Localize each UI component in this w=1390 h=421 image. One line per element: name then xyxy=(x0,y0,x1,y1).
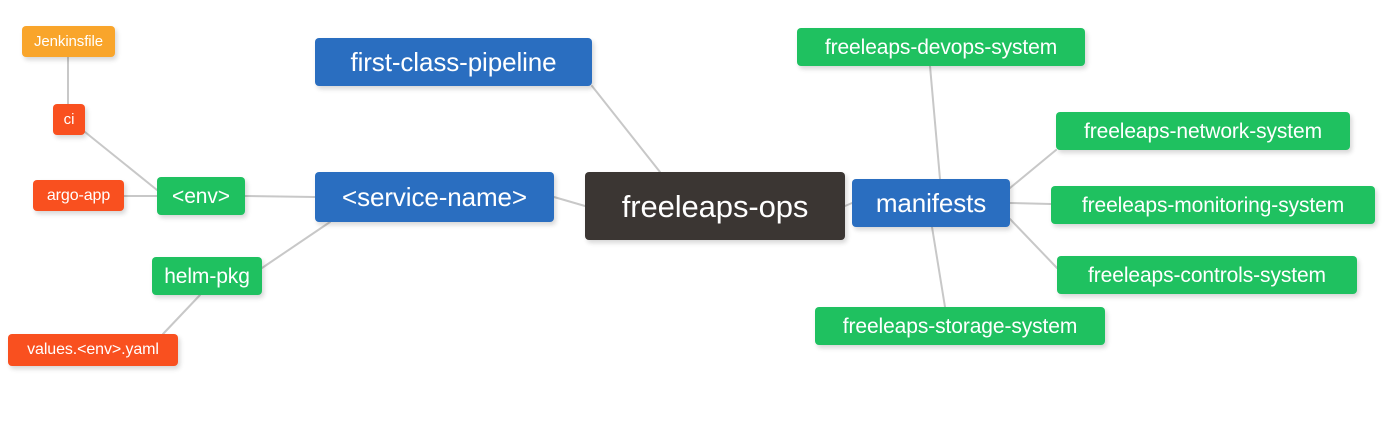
node-argo-app[interactable]: argo-app xyxy=(33,180,124,211)
node-label-env: <env> xyxy=(172,184,230,208)
node-label-freeleaps-controls-system: freeleaps-controls-system xyxy=(1088,263,1326,287)
node-freeleaps-network-system[interactable]: freeleaps-network-system xyxy=(1056,112,1350,150)
node-freeleaps-monitoring-system[interactable]: freeleaps-monitoring-system xyxy=(1051,186,1375,224)
edge-manifests-to-freeleaps-monitoring-system xyxy=(1009,202,1052,205)
edge-freeleaps-ops-to-manifests xyxy=(844,202,853,207)
edge-manifests-to-freeleaps-devops-system xyxy=(929,65,941,180)
node-label-argo-app: argo-app xyxy=(46,186,111,204)
edge-helm-pkg-to-values-env-yaml xyxy=(162,294,201,335)
node-label-freeleaps-storage-system: freeleaps-storage-system xyxy=(842,314,1078,338)
node-label-freeleaps-devops-system: freeleaps-devops-system xyxy=(824,35,1058,59)
node-label-first-class-pipeline: first-class-pipeline xyxy=(350,47,557,77)
node-values-env-yaml[interactable]: values.<env>.yaml xyxy=(8,334,178,366)
node-jenkinsfile[interactable]: Jenkinsfile xyxy=(22,26,115,57)
node-ci[interactable]: ci xyxy=(53,104,85,135)
node-label-values-env-yaml: values.<env>.yaml xyxy=(27,341,159,358)
node-label-service-name: <service-name> xyxy=(341,182,528,212)
node-label-freeleaps-monitoring-system: freeleaps-monitoring-system xyxy=(1081,193,1345,217)
edge-manifests-to-freeleaps-network-system xyxy=(1009,149,1057,189)
node-label-helm-pkg: helm-pkg xyxy=(164,264,250,288)
edge-manifests-to-freeleaps-controls-system xyxy=(1009,218,1058,269)
node-label-freeleaps-ops: freeleaps-ops xyxy=(621,188,809,224)
node-freeleaps-ops[interactable]: freeleaps-ops xyxy=(585,172,845,240)
edge-service-name-to-helm-pkg xyxy=(261,221,331,269)
node-service-name[interactable]: <service-name> xyxy=(315,172,554,222)
edge-freeleaps-ops-to-first-class-pipeline xyxy=(591,85,661,173)
node-env[interactable]: <env> xyxy=(157,177,245,215)
node-label-manifests: manifests xyxy=(875,188,987,218)
node-label-ci: ci xyxy=(63,111,75,128)
node-helm-pkg[interactable]: helm-pkg xyxy=(152,257,262,295)
node-freeleaps-controls-system[interactable]: freeleaps-controls-system xyxy=(1057,256,1357,294)
edge-freeleaps-ops-to-service-name xyxy=(553,196,586,207)
node-freeleaps-storage-system[interactable]: freeleaps-storage-system xyxy=(815,307,1105,345)
node-first-class-pipeline[interactable]: first-class-pipeline xyxy=(315,38,592,86)
node-freeleaps-devops-system[interactable]: freeleaps-devops-system xyxy=(797,28,1085,66)
node-manifests[interactable]: manifests xyxy=(852,179,1010,227)
edge-service-name-to-env xyxy=(244,195,316,198)
node-label-freeleaps-network-system: freeleaps-network-system xyxy=(1083,119,1322,143)
node-label-jenkinsfile: Jenkinsfile xyxy=(34,33,103,50)
edge-manifests-to-freeleaps-storage-system xyxy=(931,226,946,308)
